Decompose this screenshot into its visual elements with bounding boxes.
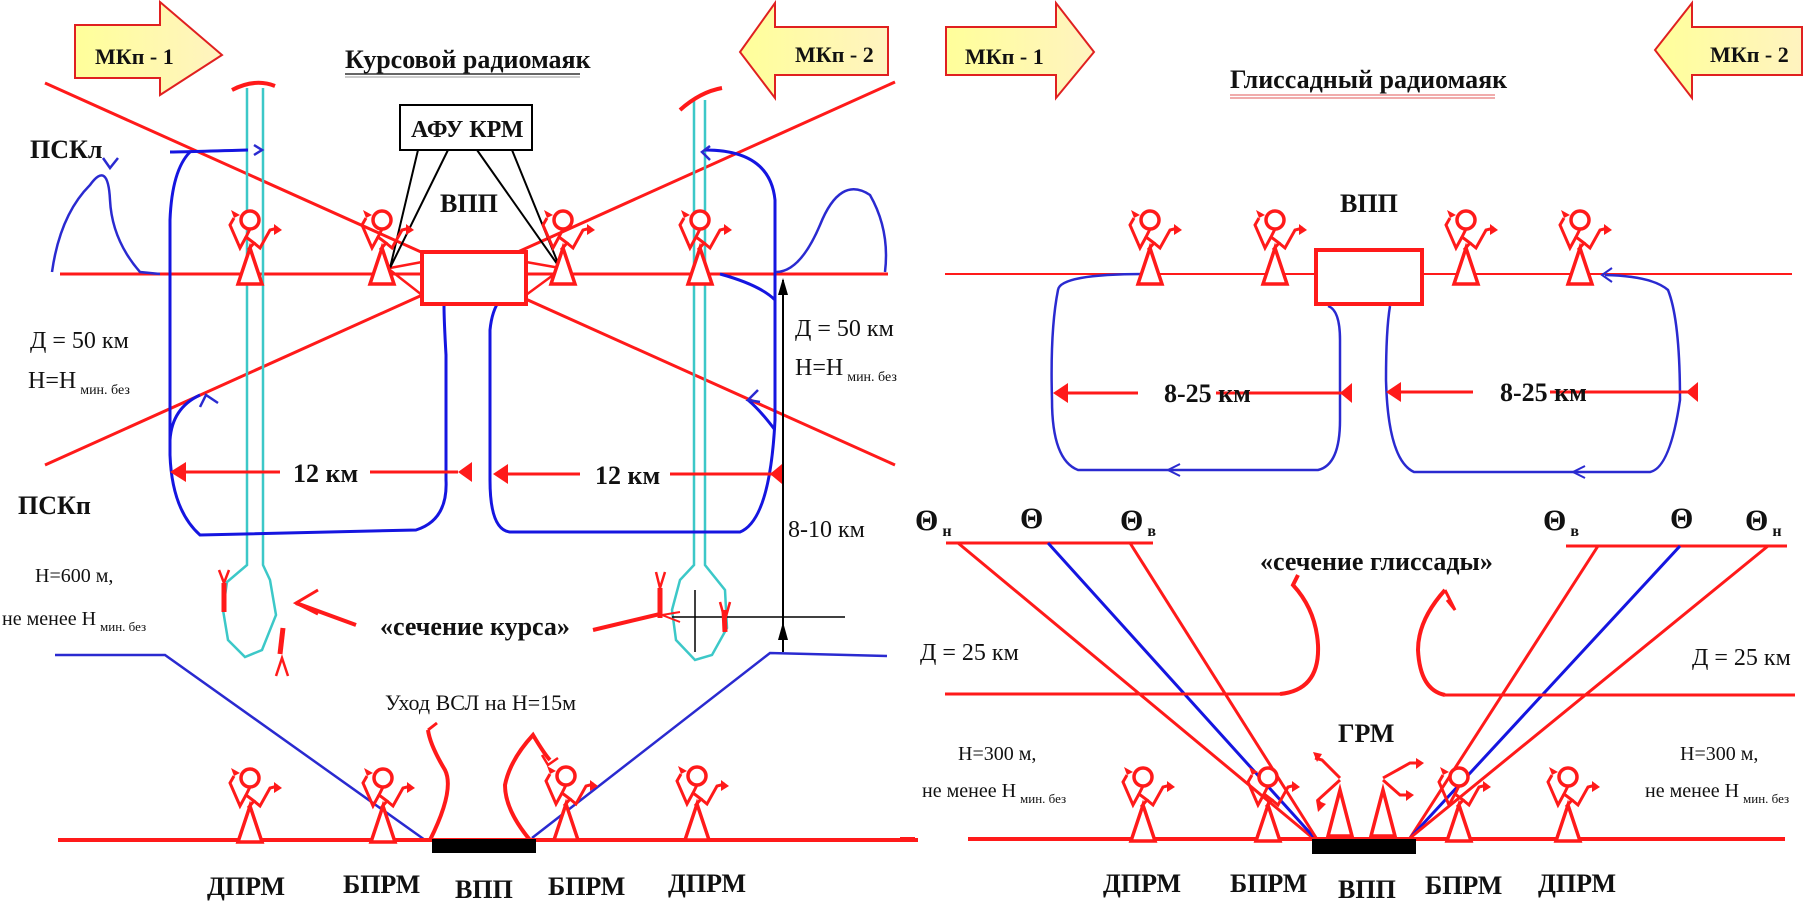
gs-bottom-label-bprm-left: БПРМ <box>1230 869 1307 898</box>
gs-mkp2-label: МКп - 2 <box>1710 42 1789 67</box>
gs-bottom-label-dprm-left: ДПРМ <box>1103 869 1181 898</box>
gs-span-left-label: 8-25 км <box>1164 379 1251 408</box>
h300-left-line1: Н=300 м, <box>958 743 1036 765</box>
bottom-label-runway: ВПП <box>455 875 513 904</box>
bottom-label-dprm-left: ДПРМ <box>207 872 285 901</box>
mkp1-label: МКп - 1 <box>95 44 174 69</box>
span-left-12km: 12 км <box>170 459 472 488</box>
gs-span-right-label: 8-25 км <box>1500 378 1587 407</box>
antenna-icon <box>1546 765 1602 843</box>
afu-krm-label: АФУ КРМ <box>411 117 523 143</box>
gs-bottom-label-runway: ВПП <box>1338 875 1396 904</box>
h600-line1: Н=600 м, <box>35 565 113 587</box>
afu-krm-box <box>399 104 533 151</box>
mkp2-arrow: МКп - 2 <box>738 0 889 101</box>
go-around-label: Уход ВСЛ на Н=15м <box>385 690 576 715</box>
antenna-icon <box>675 764 731 842</box>
antenna-icon <box>361 766 417 844</box>
runway-bar-glideslope <box>1312 839 1416 854</box>
runway-box-glideslope <box>1314 248 1424 306</box>
gs-bottom-label-bprm-right: БПРМ <box>1425 871 1502 900</box>
localizer-panel: МКп - 1 МКп - 2 Курсовой радиомаяк <box>2 0 918 904</box>
gs-mkp1-arrow: МКп - 1 <box>945 0 1096 101</box>
gs-mkp1-label: МКп - 1 <box>965 44 1044 69</box>
psk-right-label: ПСКп <box>18 491 91 520</box>
psk-left-label: ПСКл <box>30 135 102 164</box>
course-section-label: «сечение курса» <box>380 612 570 641</box>
mkp1-arrow: МКп - 1 <box>74 0 224 97</box>
h300-right-line1: Н=300 м, <box>1680 743 1758 765</box>
span-right-8-25km: 8-25 км <box>1386 378 1698 407</box>
span-vertical-label: 8-10 км <box>788 517 865 543</box>
distance-right-label: Д = 50 км <box>795 316 894 342</box>
antenna-icon <box>228 766 284 844</box>
gs-mkp2-arrow: МКп - 2 <box>1653 0 1803 101</box>
runway-box-localizer <box>420 250 528 306</box>
span-right-label: 12 км <box>595 461 660 490</box>
mkp2-label: МКп - 2 <box>795 42 874 67</box>
runway-bar-localizer <box>432 839 536 853</box>
glide-section-label: «сечение глиссады» <box>1260 547 1493 576</box>
antenna-icon <box>1253 208 1309 286</box>
antenna-icon <box>544 764 600 842</box>
gs-distance-left: Д = 25 км <box>920 640 1019 666</box>
bottom-label-bprm-right: БПРМ <box>548 872 625 901</box>
grm-antenna-icon <box>1313 752 1424 838</box>
distance-left-label: Д = 50 км <box>30 328 129 354</box>
localizer-title: Курсовой радиомаяк <box>345 45 591 74</box>
glideslope-title: Глиссадный радиомаяк <box>1230 65 1507 94</box>
span-left-label: 12 км <box>293 459 358 488</box>
gs-bottom-label-dprm-right: ДПРМ <box>1538 869 1616 898</box>
theta-nominal-left: Θ <box>1020 502 1043 535</box>
glideslope-panel: МКп - 1 МКп - 2 Глиссадный радиомаяк ВПП <box>900 0 1803 904</box>
span-left-8-25km: 8-25 км <box>1053 379 1352 408</box>
theta-nominal-right: Θ <box>1670 502 1693 535</box>
gs-distance-right: Д = 25 км <box>1692 645 1791 671</box>
bottom-label-dprm-right: ДПРМ <box>668 869 746 898</box>
bottom-label-bprm-left: БПРМ <box>343 870 420 899</box>
span-right-12km: 12 км <box>493 461 782 490</box>
grm-label: ГРМ <box>1338 719 1394 748</box>
gs-runway-label-top: ВПП <box>1340 189 1398 218</box>
antenna-icon <box>1121 765 1177 843</box>
runway-label-top: ВПП <box>440 189 498 218</box>
antenna-icon <box>1444 208 1500 286</box>
